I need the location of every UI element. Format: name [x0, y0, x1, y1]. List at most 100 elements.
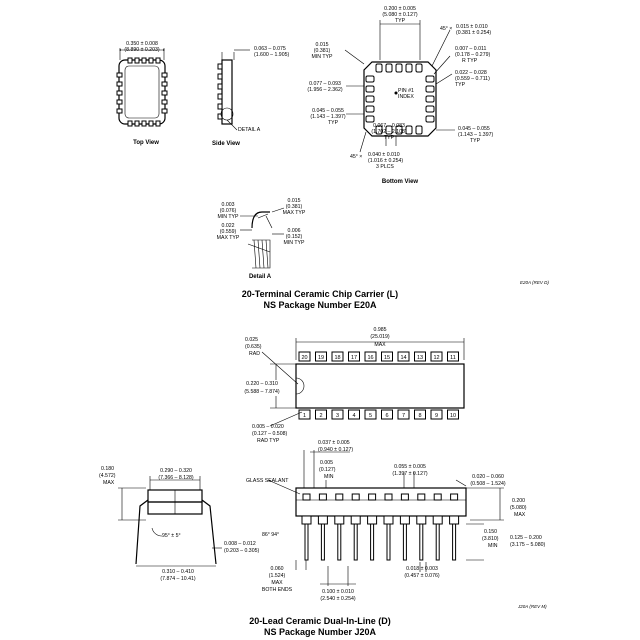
lead-shoulder	[367, 515, 378, 525]
j20a-pinrad: 0.005 – 0.020	[252, 424, 284, 430]
j20a-caption-line1: 20-Lead Ceramic Dual-In-Line (D)	[249, 616, 391, 626]
bottom-pad	[375, 63, 383, 73]
pin-box	[315, 409, 327, 420]
pin-box	[430, 351, 443, 362]
pin-number: 2	[319, 413, 322, 419]
bottom-pad	[405, 125, 413, 135]
side-d3: 0.055 ± 0.005	[394, 464, 426, 470]
j20a-end-view: 0.290 – 0.320 (7.366 – 8.128) 0.180 (4.5…	[99, 466, 259, 582]
pin-number: 5	[369, 413, 372, 419]
pitch-dim-mm: (5.080 ± 0.127)	[382, 12, 417, 18]
detail-d1-mm: (0.076)	[220, 208, 237, 214]
glass-sealant: GLASS SEALANT	[246, 478, 289, 484]
castellation	[134, 57, 140, 64]
pin-number: 14	[400, 355, 406, 361]
bottom-pad	[365, 75, 375, 83]
pin-box	[331, 409, 344, 420]
j20a-length: 0.985	[374, 327, 387, 333]
lead-shoulder	[432, 515, 443, 525]
pad-min-typ: MIN TYP	[312, 54, 333, 60]
detail-d3: 0.015	[288, 198, 301, 204]
side-d6-mm: (3.810)	[482, 536, 499, 542]
bottom-pad	[385, 125, 393, 135]
side-height-dim: 0.063 – 0.075	[254, 46, 286, 52]
castellation	[155, 120, 161, 127]
lead-pin	[320, 523, 325, 561]
pin-box	[397, 351, 410, 362]
detail-d4-typ: MIN TYP	[284, 240, 305, 246]
lead-pin	[370, 523, 375, 561]
radius-typ: R TYP	[462, 58, 478, 64]
pin-box	[364, 351, 377, 362]
top-view-label: Top View	[133, 140, 159, 146]
pin-box	[315, 351, 327, 362]
castellation	[141, 57, 147, 64]
end-height-mm: (4.572)	[99, 473, 116, 479]
j20a-length-mm: (25.019)	[370, 334, 390, 340]
lead-pin	[353, 523, 358, 561]
lead-frame	[351, 493, 360, 501]
edge2-dim: 0.045 – 0.055	[312, 108, 344, 114]
detail-d3-typ: MAX TYP	[283, 210, 306, 216]
side-d7: 0.125 – 0.200	[510, 535, 542, 541]
pin-number: 18	[334, 355, 340, 361]
side-pad	[217, 63, 223, 70]
edge2-typ: TYP	[328, 120, 339, 126]
side-d7-mm: (3.175 – 5.080)	[510, 542, 545, 548]
pad-width-typ: TYP	[455, 82, 466, 88]
pin-number: 12	[433, 355, 439, 361]
side-d6: 0.150	[484, 529, 497, 535]
lead-shoulder	[301, 515, 312, 525]
pin-box	[348, 351, 360, 362]
castellation	[127, 57, 133, 64]
chamfer-top-val: 0.015 ± 0.010	[456, 24, 488, 30]
pin-number: 19	[318, 355, 324, 361]
lead-pin	[419, 523, 424, 561]
end-height: 0.180	[101, 466, 114, 472]
j20a-rad: 0.025	[245, 337, 258, 343]
side-d10-mm: (0.457 ± 0.076)	[404, 573, 439, 579]
edge3-dim: 0.067 – 0.083	[373, 123, 405, 129]
castellation	[161, 108, 168, 114]
pin-box	[298, 351, 311, 362]
edge4-dim-mm: (1.143 – 1.397)	[458, 132, 493, 138]
e20a-rev: E20A (REV D)	[520, 280, 549, 285]
side-d2-min: MIN	[324, 474, 334, 480]
end-height-max: MAX	[103, 480, 115, 486]
edge2-dim-mm: (1.143 – 1.397)	[310, 114, 345, 120]
chamfer-bot-val: 0.040 ± 0.010	[368, 152, 400, 158]
radius-dim-mm: (0.178 – 0.279)	[455, 52, 490, 58]
radius-dim: 0.007 – 0.011	[455, 46, 486, 52]
castellation	[161, 99, 168, 105]
top-width-dim-mm: (8.890 ± 0.203)	[124, 47, 159, 53]
castellation	[116, 90, 123, 96]
end-lead: 0.008 – 0.012	[224, 541, 256, 547]
detail-a-callout: DETAIL A	[238, 127, 261, 133]
castellation	[127, 120, 133, 127]
lead-shoulder	[399, 515, 410, 525]
lead-pin	[386, 523, 391, 561]
edge3-typ: TYP	[384, 135, 395, 141]
end-lead-mm: (0.203 – 0.305)	[224, 548, 259, 554]
e20a-caption-line2: NS Package Number E20A	[263, 300, 377, 310]
bottom-pad	[395, 63, 403, 73]
bottom-pad	[425, 85, 435, 93]
lead-pin	[402, 523, 407, 561]
lead-shoulder	[350, 515, 361, 525]
chamfer-bot-mm: (1.016 ± 0.254)	[368, 158, 403, 164]
pad-width-dim: 0.022 – 0.028	[455, 70, 487, 76]
bottom-pad	[395, 125, 403, 135]
edge4-dim: 0.045 – 0.055	[458, 126, 490, 132]
detail-d4: 0.006	[288, 228, 301, 234]
castellation	[161, 72, 168, 78]
pin-number: 16	[367, 355, 373, 361]
lead-shoulder	[383, 515, 394, 525]
e20a-detail-a: 0.003 (0.076) MIN TYP 0.022 (0.559) MAX …	[217, 198, 306, 280]
pin-box	[430, 409, 443, 420]
pin-number: 8	[418, 413, 421, 419]
chamfer-top-mm: (0.381 ± 0.254)	[456, 30, 491, 36]
pin-number: 10	[450, 413, 456, 419]
detail-d3-mm: (0.381)	[286, 204, 303, 210]
